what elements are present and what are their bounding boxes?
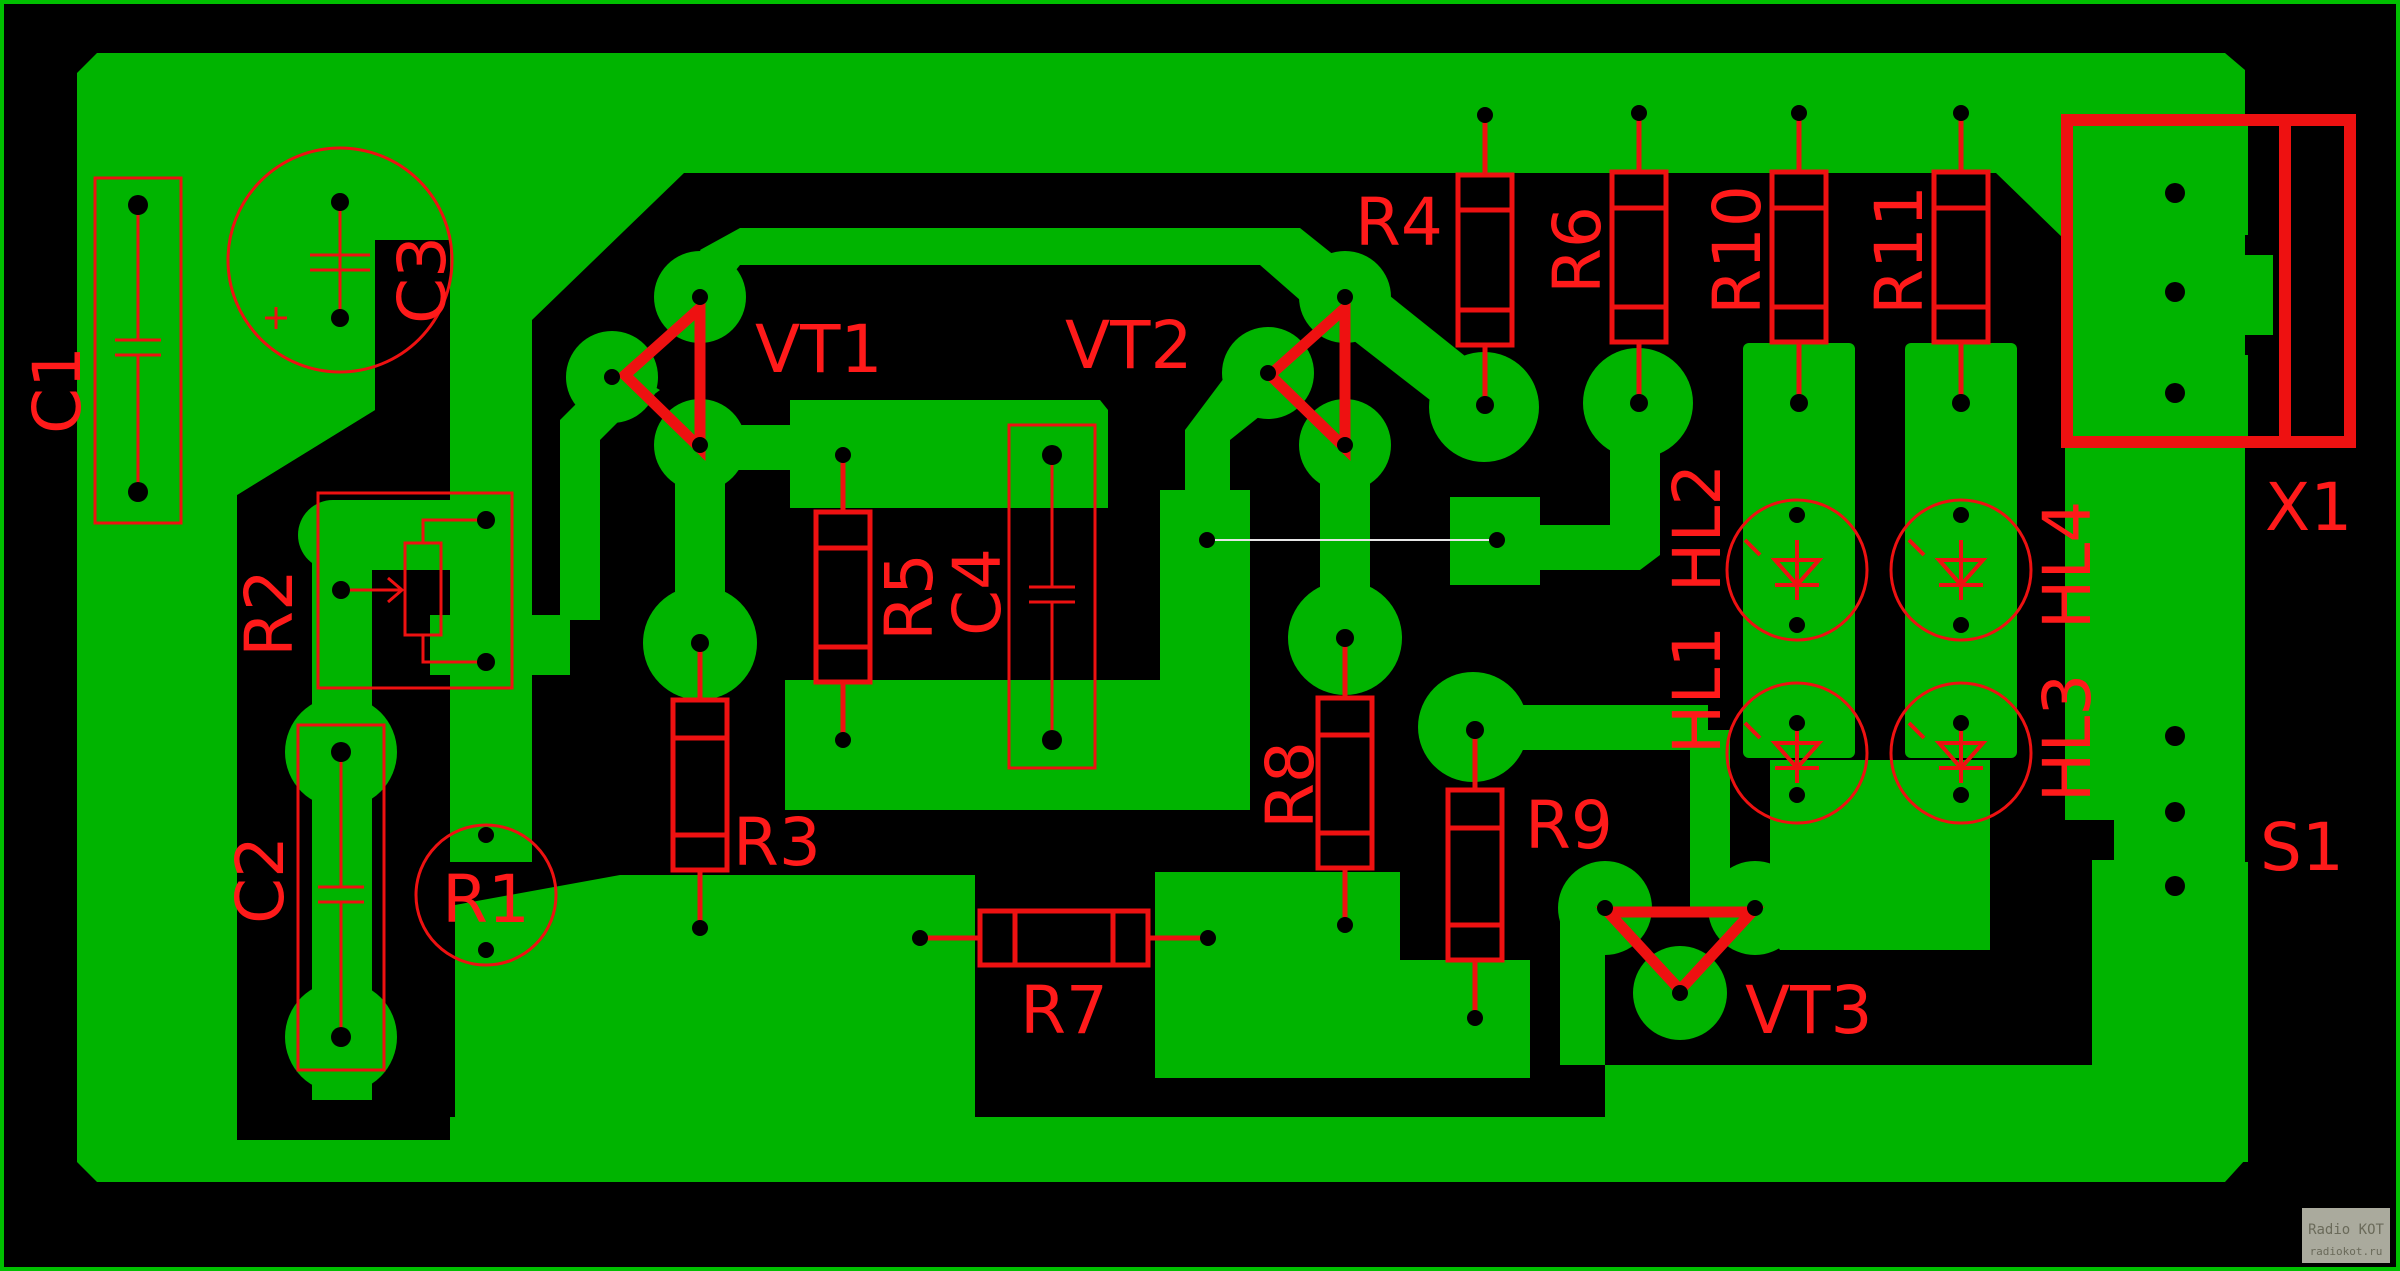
hl4-symbol xyxy=(1907,538,1988,600)
label-hl1: HL1 xyxy=(1659,626,1736,754)
hl2-symbol xyxy=(1743,538,1824,600)
label-r9: R9 xyxy=(1525,787,1613,864)
copper-x1-pad-2 xyxy=(2108,255,2273,335)
x1-outline xyxy=(2061,114,2356,448)
label-hl3: HL3 xyxy=(2029,674,2106,802)
hl2-outline xyxy=(1725,498,1869,642)
hl1-symbol xyxy=(1743,721,1824,783)
label-hl2: HL2 xyxy=(1659,464,1736,592)
copper-x1-pad-1 xyxy=(2108,125,2248,235)
hl4-outline xyxy=(1889,498,2033,642)
copper-r9-r10-link xyxy=(1473,705,1708,750)
label-r6: R6 xyxy=(1539,206,1616,294)
vt1-outline xyxy=(616,295,706,462)
copper-hl-bottom-block xyxy=(1770,760,1990,950)
label-r8: R8 xyxy=(1252,741,1329,829)
watermark-badge xyxy=(2302,1208,2390,1263)
copper-vt1-r5-link xyxy=(700,425,810,470)
c2-outline xyxy=(296,723,386,1072)
label-c4: C4 xyxy=(939,548,1016,636)
label-r7: R7 xyxy=(1020,972,1108,1049)
r2-lead-2 xyxy=(421,635,486,664)
label-r11: R11 xyxy=(1861,185,1938,315)
label-r2: R2 xyxy=(231,569,308,657)
copper-r2-lower-right xyxy=(430,615,570,675)
label-c2: C2 xyxy=(222,836,299,924)
watermark-url: radiokot.ru xyxy=(2310,1245,2383,1258)
label-r3: R3 xyxy=(733,804,821,881)
c3-outline xyxy=(226,146,454,374)
label-r1: R1 xyxy=(442,861,530,938)
component-labels: C1 C3 R2 C2 R1 VT1 VT2 R5 C4 R3 R8 R7 R9… xyxy=(19,184,2352,1049)
label-vt1: VT1 xyxy=(755,311,882,388)
copper-r3-lower-block xyxy=(455,875,975,1140)
hl1-outline xyxy=(1725,681,1869,825)
copper-r5-upper-block xyxy=(790,400,1108,508)
label-r4: R4 xyxy=(1355,184,1443,261)
copper-s1-lower xyxy=(2114,862,2248,1162)
label-vt2: VT2 xyxy=(1065,307,1192,384)
label-c1: C1 xyxy=(19,346,96,434)
label-r10: R10 xyxy=(1699,185,1776,315)
copper-r2-vt1-trace xyxy=(510,370,660,620)
label-r5: R5 xyxy=(871,553,948,641)
copper-vt2-left-trace xyxy=(1185,350,1280,500)
radiokot-watermark: Radio KOT radiokot.ru xyxy=(2302,1208,2390,1263)
copper-vt3-left-trace xyxy=(1560,880,1605,1065)
hl3-outline xyxy=(1889,681,2033,825)
label-x1: X1 xyxy=(2265,469,2352,546)
r2-lead xyxy=(421,518,486,543)
copper-c4-lower-block xyxy=(785,490,1250,810)
r1-outline xyxy=(414,823,558,967)
label-s1: S1 xyxy=(2260,809,2344,886)
c4-outline xyxy=(1007,423,1097,770)
vt3-outline xyxy=(1595,906,1765,999)
r2-outline xyxy=(316,491,514,690)
copper-r8-lower-block xyxy=(1155,872,1530,1078)
silkscreen-layer xyxy=(93,113,2356,1072)
label-hl4: HL4 xyxy=(2029,501,2106,629)
label-vt3: VT3 xyxy=(1745,972,1872,1049)
r2-wiper-arrow xyxy=(387,576,405,604)
label-c3: C3 xyxy=(384,236,461,324)
copper-s1-column xyxy=(2114,445,2194,845)
drill-holes xyxy=(128,105,2185,1047)
watermark-logo-text: Radio KOT xyxy=(2308,1222,2384,1238)
copper-vt1-vt2-bridge xyxy=(700,228,1340,300)
c1-outline xyxy=(93,176,183,525)
vt2-outline xyxy=(1261,295,1351,462)
hl3-symbol xyxy=(1907,721,1988,783)
